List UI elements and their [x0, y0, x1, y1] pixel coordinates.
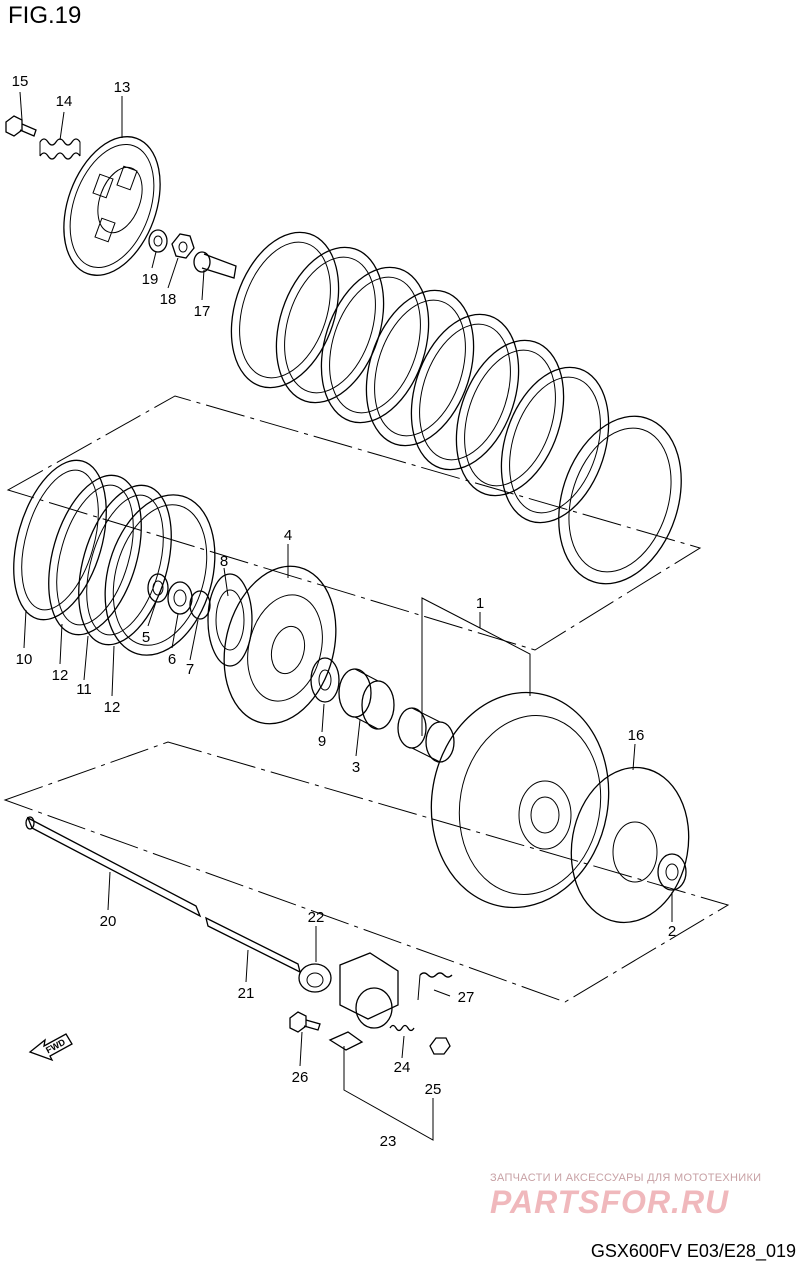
callout-19: 19: [142, 271, 159, 288]
callout-13: 13: [114, 79, 131, 96]
callout-23: 23: [380, 1133, 397, 1150]
clutch-hub-8: [207, 573, 253, 667]
callout-4: 4: [284, 527, 292, 544]
callout-26: 26: [292, 1069, 309, 1086]
callout-9: 9: [318, 733, 326, 750]
oil-seal-22: [298, 963, 332, 993]
callout-14: 14: [56, 93, 73, 110]
bolt-26: [289, 1011, 321, 1033]
callout-5: 5: [142, 629, 150, 646]
clutch-spring-14: [39, 138, 81, 160]
leader-lines: [19, 91, 673, 1141]
oil-pump-drive-gear-16: [570, 766, 690, 924]
assembly-outline-lower: [3, 741, 730, 1003]
callout-20: 20: [100, 913, 117, 930]
callout-7: 7: [186, 661, 194, 678]
push-rod-21: [205, 916, 301, 974]
fwd-arrow-icon: FWD: [28, 1033, 73, 1062]
callout-15: 15: [12, 73, 29, 90]
primary-driven-gear-1: [430, 691, 610, 909]
callout-18: 18: [160, 291, 177, 308]
needle-bearing-3: [338, 668, 395, 730]
callout-17: 17: [194, 303, 211, 320]
nut-25: [429, 1037, 451, 1055]
bolt-15: [5, 115, 37, 137]
seat-5: [147, 573, 169, 603]
assembly-outline-upper: [6, 395, 702, 651]
spring-washer-6: [167, 581, 193, 615]
callout-27: 27: [458, 989, 475, 1006]
pressure-plate-13: [63, 136, 161, 276]
nut-18: [171, 233, 195, 259]
spacer: [397, 707, 455, 763]
callout-8: 8: [220, 553, 228, 570]
thrust-washer-9: [310, 657, 340, 703]
watermark-tagline: ЗАПЧАСТИ И АКСЕССУАРЫ ДЛЯ МОТОТЕХНИКИ: [490, 1172, 762, 1184]
callout-25: 25: [425, 1081, 442, 1098]
callout-21: 21: [238, 985, 255, 1002]
wave-washer-7: [189, 590, 211, 620]
spring-24: [389, 1024, 415, 1032]
callout-10: 10: [16, 651, 33, 668]
callout-1: 1: [476, 595, 484, 612]
callout-24: 24: [394, 1059, 411, 1076]
callout-22: 22: [308, 909, 325, 926]
callout-16: 16: [628, 727, 645, 744]
callout-6: 6: [168, 651, 176, 668]
washer-2: [657, 853, 687, 891]
clutch-plates-10-11-12: [13, 459, 216, 656]
push-piece-17: [193, 251, 237, 279]
callout-12-a: 12: [52, 667, 69, 684]
push-rod-20: [25, 816, 202, 918]
callout-12-b: 12: [104, 699, 121, 716]
callout-11: 11: [76, 681, 92, 698]
watermark-logo: PARTSFOR.RU: [490, 1184, 730, 1220]
figure-code: GSX600FV E03/E28_019: [590, 1241, 796, 1261]
spring-27: [417, 972, 453, 1001]
washer-19: [148, 229, 168, 253]
clutch-plate-stack: [230, 231, 682, 585]
figure-title: FIG.19: [8, 2, 82, 29]
sleeve-hub-4: [223, 565, 337, 725]
callout-2: 2: [668, 923, 676, 940]
release-cylinder-23: [328, 952, 399, 1051]
callout-3: 3: [352, 759, 360, 776]
